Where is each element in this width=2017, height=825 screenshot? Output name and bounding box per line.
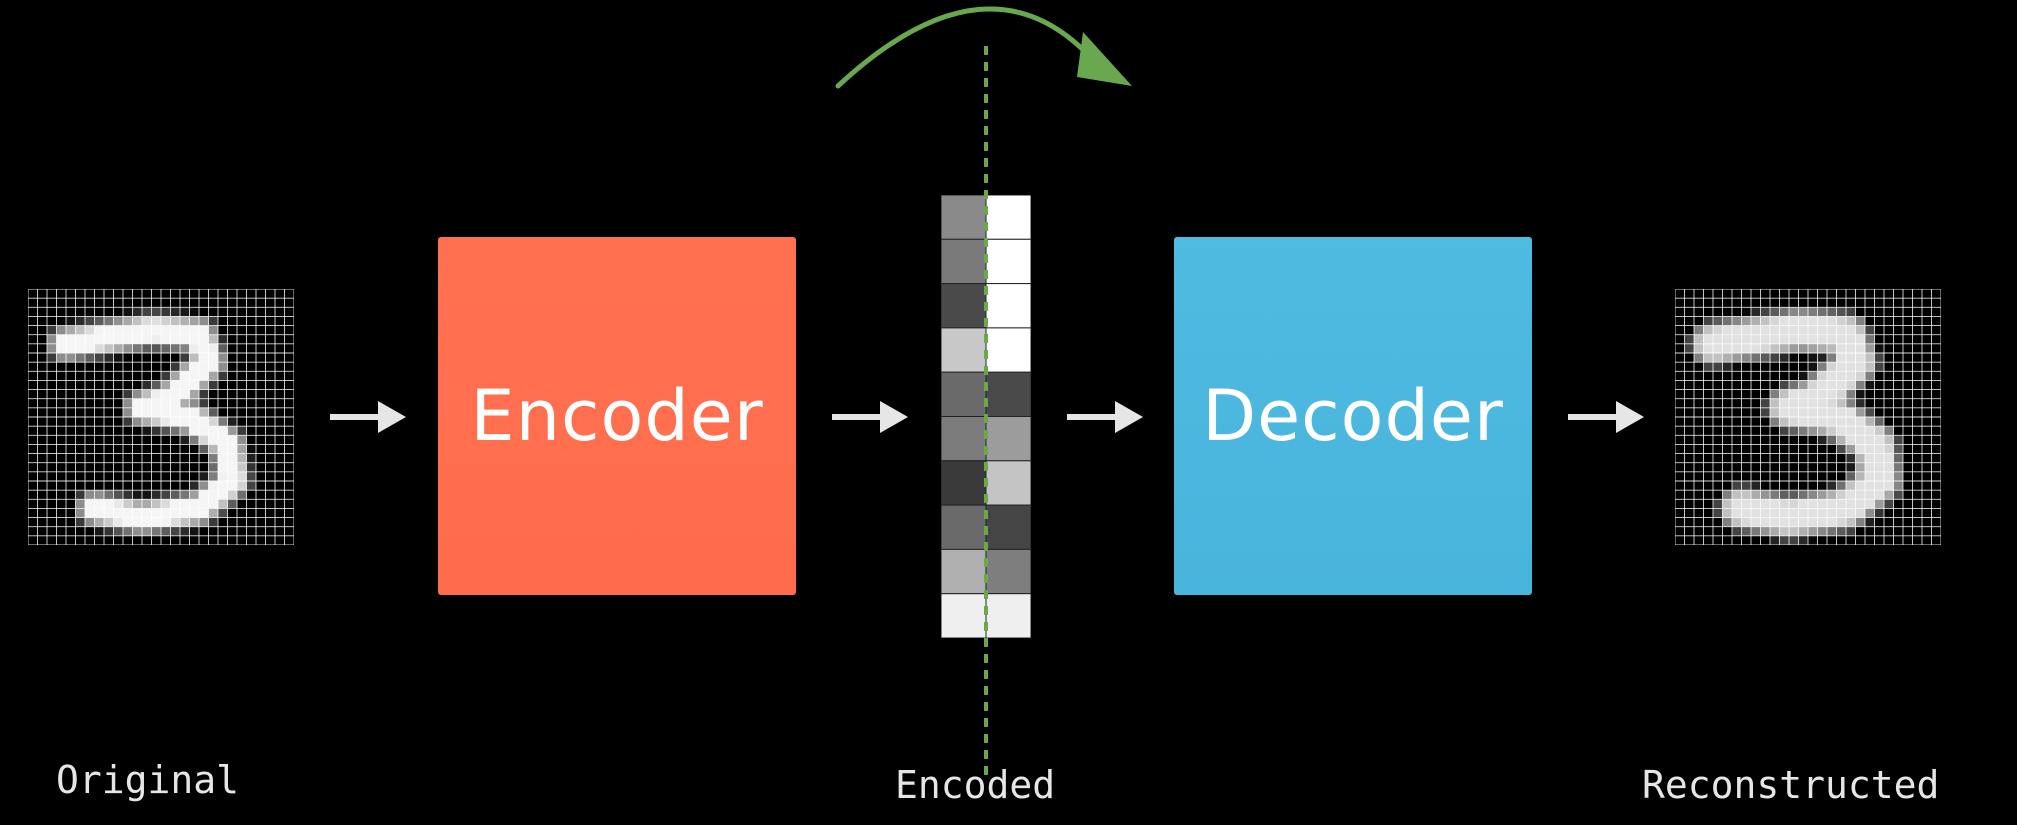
encoded-cell: [985, 460, 1031, 506]
encoded-cell: [985, 283, 1031, 329]
encoded-cell: [941, 548, 987, 595]
decoder-label: Decoder: [1202, 375, 1504, 457]
encoded-cell: [985, 327, 1031, 373]
encoded-cell: [985, 504, 1031, 550]
original-digit-image: [28, 289, 294, 545]
arrow-right-icon: [1067, 401, 1143, 433]
encoded-cell: [985, 238, 1031, 285]
encoded-cell: [985, 195, 1031, 240]
encoded-cell: [941, 238, 987, 285]
caption-encoded: Encoded: [895, 763, 1056, 807]
caption-reconstructed: Reconstructed: [1642, 763, 1940, 807]
encoded-cell: [941, 283, 987, 329]
rotate-arrow-curve: [835, 6, 1098, 89]
reconstructed-digit-image: [1675, 289, 1941, 545]
encoded-vector: [941, 195, 1031, 638]
encoder-label: Encoder: [470, 375, 764, 457]
encoded-cell: [941, 371, 987, 417]
arrow-right-icon: [1568, 401, 1644, 433]
arrow-right-icon: [832, 401, 908, 433]
encoded-cell: [941, 327, 987, 373]
decoder-block: Decoder: [1174, 237, 1532, 595]
encoded-cell: [941, 416, 987, 462]
encoded-cell: [985, 548, 1031, 595]
encoded-cell: [985, 593, 1031, 638]
encoded-cell: [985, 371, 1031, 417]
rotate-arrow-head-icon: [1077, 32, 1132, 86]
encoded-cell: [941, 593, 987, 638]
encoded-cell: [941, 460, 987, 506]
caption-original: Original: [56, 758, 240, 802]
encoded-cell: [941, 195, 987, 240]
encoded-cell: [985, 416, 1031, 462]
arrow-right-icon: [330, 401, 406, 433]
encoder-block: Encoder: [438, 237, 796, 595]
encoded-cell: [941, 504, 987, 550]
